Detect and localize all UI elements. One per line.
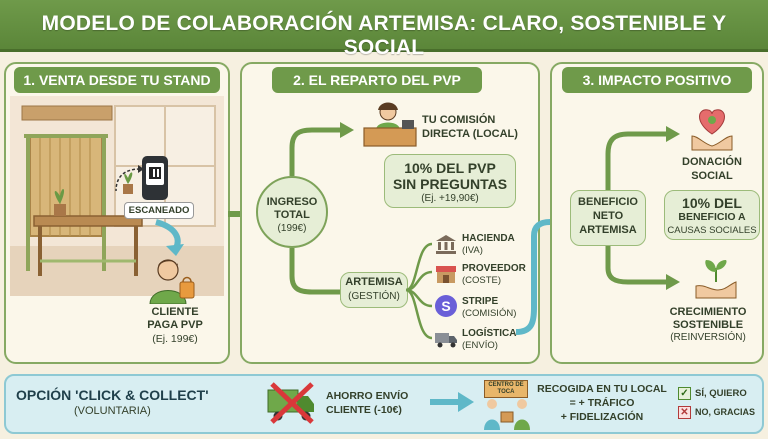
click-collect-subtitle: (VOLUNTARIA) — [74, 405, 151, 417]
section-reparto-header: 2. EL REPARTO DEL PVP — [272, 67, 482, 93]
cost-label-proveedor: PROVEEDOR — [462, 263, 526, 274]
ingreso-line-1: INGRESO — [266, 196, 318, 208]
section-impacto-header: 3. IMPACTO POSITIVO — [562, 67, 752, 93]
growth-line-1: CRECIMIENTO — [669, 306, 747, 318]
cost-note-proveedor: (COSTE) — [462, 275, 502, 286]
ingreso-note: (199€) — [277, 223, 307, 234]
commission-box — [384, 154, 516, 208]
donation-line-4: CAUSAS SOCIALES — [667, 225, 757, 236]
cost-fan-lines — [406, 242, 433, 340]
ingreso-total-node — [256, 176, 328, 248]
beneficio-node — [570, 190, 646, 246]
client-person-icon — [149, 259, 195, 304]
pickup-line-2: = + TRÁFICO — [569, 397, 635, 409]
growth-hand-icon — [695, 260, 737, 299]
ingreso-line-2: TOTAL — [274, 209, 310, 221]
pickup-line-3: + FIDELIZACIÓN — [560, 411, 644, 423]
check-icon: ✓ — [678, 387, 691, 400]
donation-line-3: BENEFICIO A — [678, 211, 746, 223]
click-collect-arrow — [430, 392, 474, 412]
artemisa-note: (GESTIÓN) — [348, 291, 400, 302]
stripe-icon: S — [435, 295, 457, 317]
truck-icon — [434, 328, 458, 350]
beneficio-branch-arrows — [605, 126, 680, 290]
saving-line-2: CLIENTE (-10€) — [326, 404, 402, 416]
title-banner — [0, 0, 768, 52]
commission-line-1: TU COMISIÓN — [422, 114, 496, 126]
store-icon — [434, 263, 458, 285]
saving-line-1: AHORRO ENVÍO — [326, 390, 409, 402]
client-line-1: CLIENTE — [151, 306, 199, 318]
cost-label-hacienda: HACIENDA — [462, 233, 515, 244]
section-venta-header: 1. VENTA DESDE TU STAND — [14, 67, 220, 93]
commission-big-1: 10% DEL PVP — [404, 160, 496, 176]
commission-big-2: SIN PREGUNTAS — [392, 176, 508, 192]
client-note: (Ej. 199€) — [152, 333, 198, 345]
heart-hands-icon — [691, 109, 733, 151]
cost-label-logistica: LOGÍSTICA — [462, 328, 517, 339]
scan-label: ESCANEADO — [124, 202, 194, 219]
beneficio-line-3: ARTEMISA — [579, 224, 637, 236]
donation-big: 10% DEL — [682, 195, 742, 211]
no-shipping-truck-icon — [267, 382, 314, 424]
cross-icon: ✕ — [678, 406, 691, 419]
pickup-line-1: RECOGIDA EN TU LOCAL — [537, 383, 667, 395]
beneficio-line-2: NETO — [592, 210, 624, 222]
donation-box — [664, 190, 760, 240]
client-arrow — [155, 219, 184, 256]
option-yes[interactable]: ✓ SÍ, QUIERO — [678, 386, 760, 402]
pickup-handover-icon — [484, 399, 530, 430]
page-title: MODELO DE COLABORACIÓN ARTEMISA: CLARO, … — [41, 12, 727, 59]
cost-note-stripe: (COMISIÓN) — [462, 308, 517, 319]
scan-arrow-icon — [115, 165, 144, 192]
commission-line-2: DIRECTA (LOCAL) — [422, 128, 518, 140]
option-no-label: NO, GRACIAS — [695, 407, 756, 417]
bank-icon — [434, 233, 458, 255]
pickup-sign: CENTRO DE TOCA — [484, 380, 528, 398]
beneficio-line-1: BENEFICIO — [578, 196, 638, 208]
qr-phone-icon — [142, 156, 168, 200]
option-no[interactable]: ✕ NO, GRACIAS — [678, 405, 764, 421]
cost-note-logistica: (ENVÍO) — [462, 340, 498, 351]
option-yes-label: SÍ, QUIERO — [695, 388, 747, 399]
cost-label-stripe: STRIPE — [462, 296, 499, 307]
growth-line-2: SOSTENIBLE — [672, 319, 744, 331]
growth-note: (REINVERSIÓN) — [670, 332, 746, 343]
shop-counter-icon — [363, 102, 417, 147]
commission-note: (Ej. +19,90€) — [421, 193, 479, 204]
click-collect-bar — [4, 374, 764, 434]
cost-note-hacienda: (IVA) — [462, 245, 483, 256]
donation-line-2: SOCIAL — [691, 170, 733, 182]
client-line-2: PAGA PVP — [147, 319, 203, 331]
donation-line-1: DONACIÓN — [682, 156, 742, 168]
click-collect-title: OPCIÓN 'CLICK & COLLECT' — [16, 387, 209, 403]
artemisa-label: ARTEMISA — [345, 276, 403, 288]
